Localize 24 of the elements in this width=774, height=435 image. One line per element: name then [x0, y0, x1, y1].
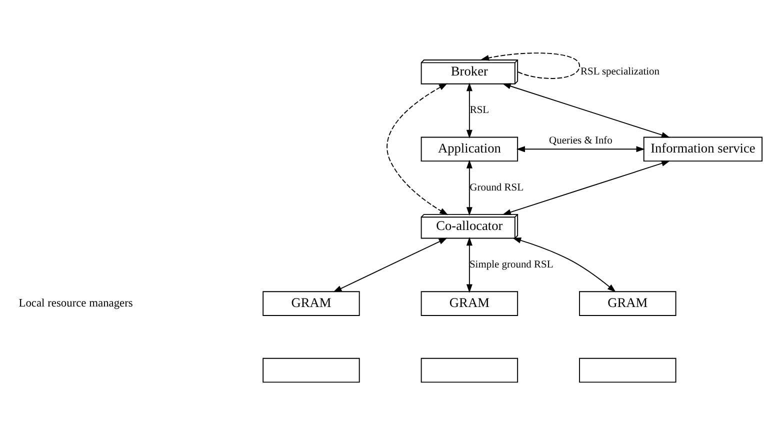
node-box — [262, 358, 360, 383]
edge-label: RSL — [470, 105, 490, 116]
arrow — [386, 83, 448, 216]
arrow — [502, 160, 670, 215]
arrow — [480, 52, 580, 79]
node-box: GRAM — [579, 291, 676, 316]
edge-label: RSL specialization — [580, 66, 660, 78]
arrow — [466, 160, 472, 216]
node-box: Application — [420, 136, 518, 162]
node-box — [420, 358, 518, 383]
arrow — [466, 82, 472, 138]
node-box — [579, 358, 676, 383]
node-box: Information service — [643, 136, 763, 162]
edge-label: Queries & Info — [549, 135, 612, 146]
arrow — [466, 236, 472, 293]
node-box: GRAM — [262, 291, 360, 316]
arrow — [502, 83, 670, 138]
edge-label: Simple ground RSL — [470, 260, 554, 271]
node-box: GRAM — [420, 291, 518, 316]
edge-label: Ground RSL — [470, 182, 524, 194]
label: Local resource managers — [18, 298, 133, 310]
arrow — [512, 237, 616, 292]
arrow — [333, 238, 448, 292]
arrow — [516, 146, 645, 152]
